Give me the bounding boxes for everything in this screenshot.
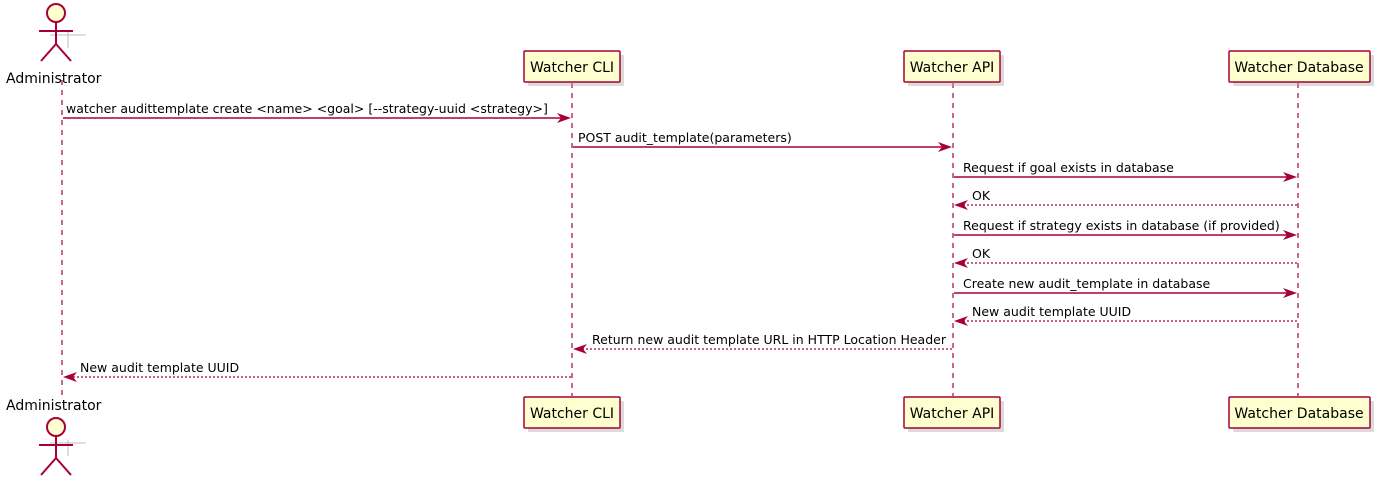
participant-box	[1228, 396, 1371, 429]
message-5-arrowhead	[1283, 230, 1297, 240]
message-2-arrowhead	[938, 142, 952, 152]
message-5: Request if strategy exists in database (…	[954, 218, 1297, 240]
actor-administrator-top[interactable]: Administrator	[6, 3, 102, 87]
message-1-arrowhead	[557, 113, 571, 123]
message-3-arrowhead	[1283, 172, 1297, 182]
actor-icon	[39, 417, 86, 476]
lifelines	[61, 80, 1299, 398]
participant-watcher-api-bottom[interactable]: Watcher API	[903, 396, 1004, 432]
participant-box	[903, 50, 1001, 83]
participant-box	[903, 396, 1001, 429]
message-8-label: New audit template UUID	[972, 304, 1131, 319]
actor-icon	[39, 3, 86, 62]
actor-label-administrator-top: Administrator	[6, 71, 102, 87]
participant-watcher-cli-bottom[interactable]: Watcher CLI	[523, 396, 624, 432]
message-9-label: Return new audit template URL in HTTP Lo…	[592, 332, 947, 347]
message-5-label: Request if strategy exists in database (…	[963, 218, 1280, 233]
message-4-label: OK	[972, 188, 991, 203]
message-1-label: watcher audittemplate create <name> <goa…	[66, 101, 548, 116]
actor-administrator-bottom[interactable]: Administrator	[6, 398, 102, 476]
participant-watcher-api-top[interactable]: Watcher API	[903, 50, 1004, 86]
message-10-label: New audit template UUID	[80, 360, 239, 375]
message-7-arrowhead	[1283, 288, 1297, 298]
participant-watcher-database-top[interactable]: Watcher Database	[1228, 50, 1374, 86]
message-6: OK	[954, 246, 1297, 268]
message-9: Return new audit template URL in HTTP Lo…	[573, 332, 952, 354]
participant-label-watcher-database-bottom: Watcher Database	[1234, 406, 1363, 422]
message-4: OK	[954, 188, 1297, 210]
participant-watcher-cli-top[interactable]: Watcher CLI	[523, 50, 624, 86]
participant-box	[523, 50, 621, 83]
message-8: New audit template UUID	[954, 304, 1297, 326]
message-6-label: OK	[972, 246, 991, 261]
message-2-label: POST audit_template(parameters)	[578, 130, 792, 145]
message-7: Create new audit_template in database	[954, 276, 1297, 298]
actor-label-administrator-bottom: Administrator	[6, 398, 102, 414]
message-3: Request if goal exists in database	[954, 160, 1297, 182]
message-10-arrowhead	[63, 372, 77, 382]
participant-label-watcher-api-top: Watcher API	[910, 60, 995, 76]
participant-label-watcher-cli-bottom: Watcher CLI	[530, 406, 614, 422]
message-2: POST audit_template(parameters)	[573, 130, 952, 152]
message-7-label: Create new audit_template in database	[963, 276, 1210, 291]
message-10: New audit template UUID	[63, 360, 571, 382]
message-9-arrowhead	[573, 344, 587, 354]
participant-label-watcher-api-bottom: Watcher API	[910, 406, 995, 422]
message-3-label: Request if goal exists in database	[963, 160, 1174, 175]
message-1: watcher audittemplate create <name> <goa…	[63, 101, 571, 123]
participant-watcher-database-bottom[interactable]: Watcher Database	[1228, 396, 1374, 432]
message-6-arrowhead	[954, 258, 968, 268]
participant-label-watcher-database-top: Watcher Database	[1234, 60, 1363, 76]
participant-label-watcher-cli-top: Watcher CLI	[530, 60, 614, 76]
message-8-arrowhead	[954, 316, 968, 326]
message-4-arrowhead	[954, 200, 968, 210]
participant-box	[523, 396, 621, 429]
participant-box	[1228, 50, 1371, 83]
